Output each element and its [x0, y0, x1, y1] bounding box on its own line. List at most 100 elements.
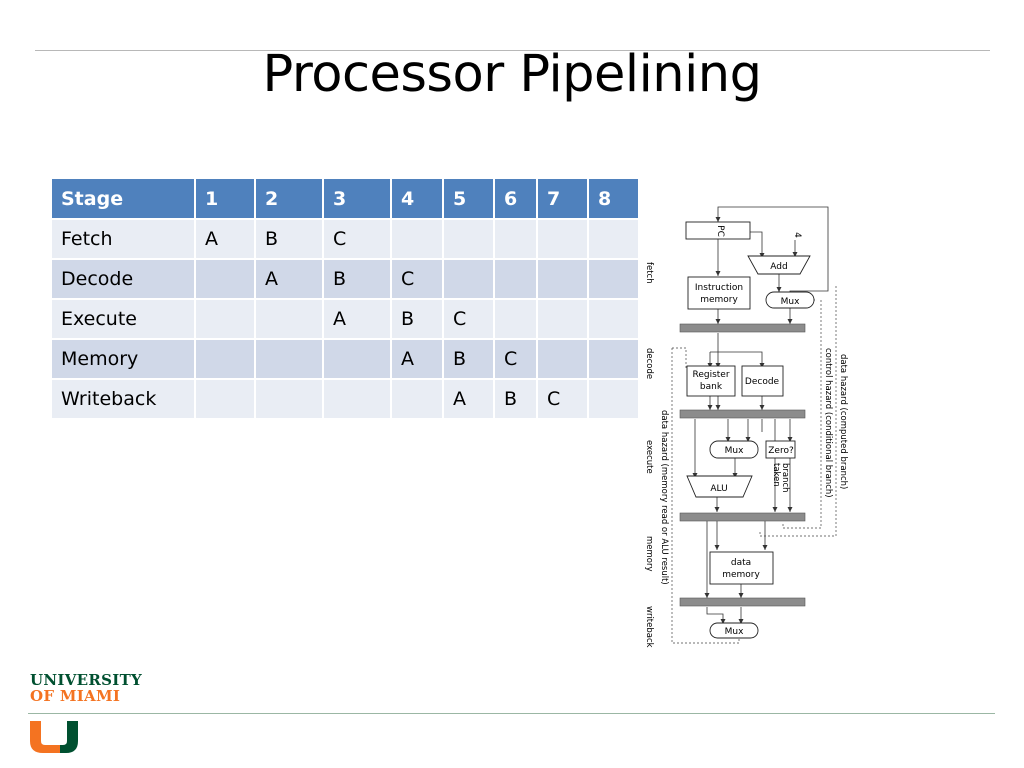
table-cell — [495, 300, 538, 340]
data-memory-label-2: memory — [722, 570, 760, 580]
table-cell — [196, 260, 256, 300]
data-memory-label-1: data — [731, 558, 751, 568]
mux-shape — [709, 622, 759, 639]
table-cell: B — [495, 380, 538, 420]
table-cell: A — [324, 300, 392, 340]
branch-taken-label-1: branch — [780, 463, 790, 493]
stage-label-fetch: fetch — [644, 262, 654, 284]
table-cell — [196, 380, 256, 420]
decode-label: Decode — [745, 377, 780, 387]
column-header: 8 — [589, 179, 640, 220]
table-cell — [324, 340, 392, 380]
footer-divider — [28, 713, 995, 714]
table-cell — [495, 220, 538, 260]
hazard-computed-branch-label: data hazard (computed branch) — [838, 354, 848, 489]
table-row: Fetch A B C — [52, 220, 640, 260]
table-cell — [589, 220, 640, 260]
table-cell — [589, 300, 640, 340]
instruction-memory-label-1: Instruction — [695, 283, 743, 293]
column-header: 1 — [196, 179, 256, 220]
column-header: 4 — [392, 179, 444, 220]
zero-check-box — [765, 440, 796, 459]
table-cell: C — [324, 220, 392, 260]
table-cell — [538, 340, 589, 380]
u-logo-icon — [30, 721, 78, 753]
table-cell — [196, 300, 256, 340]
table-cell — [392, 220, 444, 260]
table-cell — [196, 340, 256, 380]
table-row: Execute A B C — [52, 300, 640, 340]
zero-label: Zero? — [768, 446, 794, 456]
register-bank-box — [686, 365, 736, 397]
table-cell: A — [256, 260, 324, 300]
column-header: 7 — [538, 179, 589, 220]
table-cell: B — [256, 220, 324, 260]
table-cell — [256, 300, 324, 340]
pc-box — [685, 221, 751, 240]
table-cell: C — [444, 300, 495, 340]
branch-taken-label-2: taken — [771, 463, 781, 487]
table-cell: C — [495, 340, 538, 380]
instruction-memory-box — [687, 276, 751, 310]
mux-label: Mux — [725, 446, 744, 456]
table-cell: B — [324, 260, 392, 300]
stage-name: Memory — [52, 340, 196, 380]
pipeline-table: Stage 1 2 3 4 5 6 7 8 Fetch A B C Decode… — [52, 179, 640, 420]
four-label: 4 — [792, 232, 802, 238]
table-cell — [256, 380, 324, 420]
mux-shape — [709, 440, 759, 459]
top-divider — [35, 50, 990, 51]
table-cell: C — [392, 260, 444, 300]
table-row: Writeback A B C — [52, 380, 640, 420]
table-cell: C — [538, 380, 589, 420]
stage-label-execute: execute — [644, 440, 654, 474]
table-cell — [444, 260, 495, 300]
table-cell — [444, 220, 495, 260]
table-cell: A — [196, 220, 256, 260]
add-label: Add — [770, 262, 787, 272]
table-cell — [256, 340, 324, 380]
table-header-row: Stage 1 2 3 4 5 6 7 8 — [52, 179, 640, 220]
pipeline-datapath-diagram: PC 4 Add Instruction memory Mux Register… — [644, 206, 848, 648]
stage-label-writeback: writeback — [644, 606, 654, 648]
table-cell — [495, 260, 538, 300]
table-cell — [538, 260, 589, 300]
pipeline-register-bar — [679, 409, 806, 419]
pipeline-register-bar — [679, 512, 806, 522]
logo-line-university: UNIVERSITY — [30, 671, 143, 689]
hazard-conditional-branch-label: control hazard (conditional branch) — [823, 348, 833, 498]
table-cell — [589, 260, 640, 300]
table-cell — [589, 380, 640, 420]
table-cell: B — [444, 340, 495, 380]
table-cell — [538, 300, 589, 340]
stage-name: Decode — [52, 260, 196, 300]
alu-shape — [686, 475, 753, 498]
mux-shape — [765, 291, 815, 309]
table-row: Memory A B C — [52, 340, 640, 380]
data-memory-box — [709, 551, 774, 585]
column-header: 5 — [444, 179, 495, 220]
table-cell — [392, 380, 444, 420]
column-header: 2 — [256, 179, 324, 220]
pipeline-register-bar — [679, 597, 806, 607]
pipeline-register-bar — [679, 323, 806, 333]
stage-name: Execute — [52, 300, 196, 340]
instruction-memory-label-2: memory — [700, 295, 738, 305]
stage-label-decode: decode — [644, 348, 654, 379]
table-cell: B — [392, 300, 444, 340]
stage-name: Writeback — [52, 380, 196, 420]
column-header: Stage — [52, 179, 196, 220]
mux-label: Mux — [725, 627, 744, 637]
table-cell — [538, 220, 589, 260]
adder-shape — [747, 255, 811, 275]
hazard-memory-alu-label: data hazard (memory read or ALU result) — [659, 410, 669, 585]
register-bank-label-1: Register — [692, 370, 729, 380]
stage-name: Fetch — [52, 220, 196, 260]
column-header: 3 — [324, 179, 392, 220]
column-header: 6 — [495, 179, 538, 220]
decode-box — [741, 365, 784, 397]
pc-label: PC — [715, 225, 725, 237]
slide-title: Processor Pipelining — [262, 45, 762, 104]
stage-label-memory: memory — [644, 536, 654, 572]
table-cell: A — [444, 380, 495, 420]
